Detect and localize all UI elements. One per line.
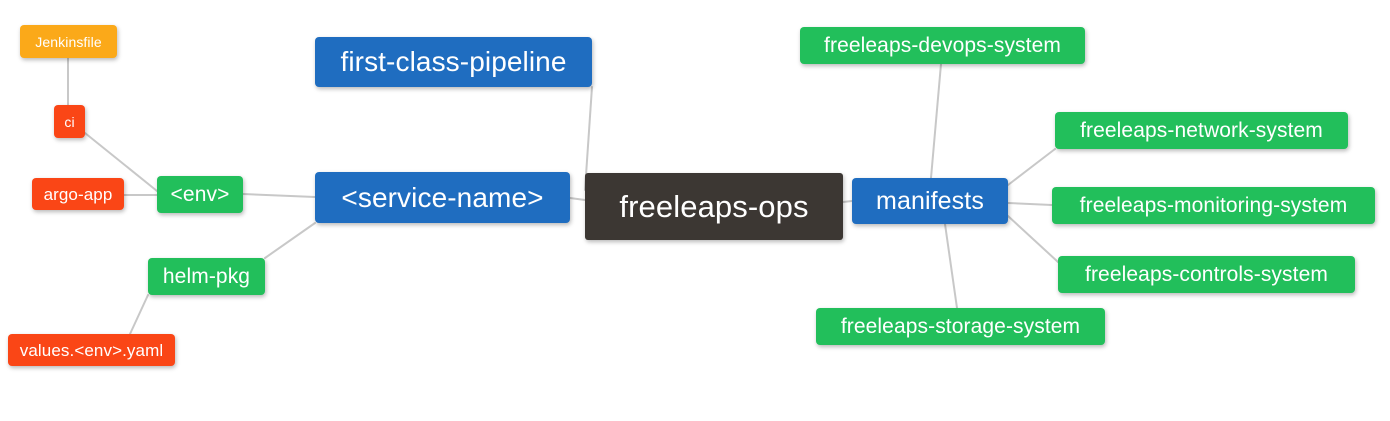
mindmap-node-env[interactable]: <env> [157, 176, 243, 213]
mindmap-node-jenkinsfile[interactable]: Jenkinsfile [20, 25, 117, 58]
mindmap-node-ci[interactable]: ci [54, 105, 85, 138]
edge-manifests-network [1007, 148, 1056, 186]
node-label: freeleaps-network-system [1080, 119, 1323, 142]
node-label: helm-pkg [162, 265, 251, 288]
mindmap-node-values-yaml[interactable]: values.<env>.yaml [8, 334, 175, 366]
edge-helm-values [129, 294, 149, 335]
node-label: manifests [876, 186, 984, 215]
node-label: <service-name> [341, 181, 544, 213]
mindmap-node-freeleaps-devops-system[interactable]: freeleaps-devops-system [800, 27, 1085, 64]
edge-service-env [242, 193, 316, 198]
mindmap-node-manifests[interactable]: manifests [852, 178, 1008, 224]
edge-service-helm [264, 222, 316, 259]
edge-manifests-monitoring [1007, 202, 1053, 206]
node-label: freeleaps-storage-system [840, 315, 1081, 338]
node-label: freeleaps-ops [619, 189, 809, 224]
node-label: freeleaps-monitoring-system [1079, 194, 1348, 217]
mindmap-node-freeleaps-monitoring-system[interactable]: freeleaps-monitoring-system [1052, 187, 1375, 224]
edge-manifests-controls [1007, 215, 1059, 263]
node-label: first-class-pipeline [340, 46, 567, 77]
node-label: freeleaps-devops-system [824, 34, 1061, 57]
mindmap-node-service-name[interactable]: <service-name> [315, 172, 570, 223]
node-label: freeleaps-controls-system [1085, 263, 1328, 286]
mindmap-node-helm-pkg[interactable]: helm-pkg [148, 258, 265, 295]
mindmap-node-argo-app[interactable]: argo-app [32, 178, 124, 210]
mindmap-node-freeleaps-storage-system[interactable]: freeleaps-storage-system [816, 308, 1105, 345]
edge-ops-service [569, 197, 586, 201]
mindmap-node-freeleaps-network-system[interactable]: freeleaps-network-system [1055, 112, 1348, 149]
mindmap-node-freeleaps-controls-system[interactable]: freeleaps-controls-system [1058, 256, 1355, 293]
node-label: values.<env>.yaml [19, 340, 164, 360]
edge-manifests-storage [944, 223, 958, 309]
node-label: ci [64, 113, 75, 130]
node-label: Jenkinsfile [35, 33, 102, 50]
mindmap-node-freeleaps-ops[interactable]: freeleaps-ops [585, 173, 843, 240]
node-label: <env> [170, 183, 230, 206]
edge-ops-manifests [842, 200, 853, 203]
node-label: argo-app [43, 184, 113, 204]
mindmap-node-first-class-pipeline[interactable]: first-class-pipeline [315, 37, 592, 87]
edge-manifests-devops [930, 63, 942, 179]
